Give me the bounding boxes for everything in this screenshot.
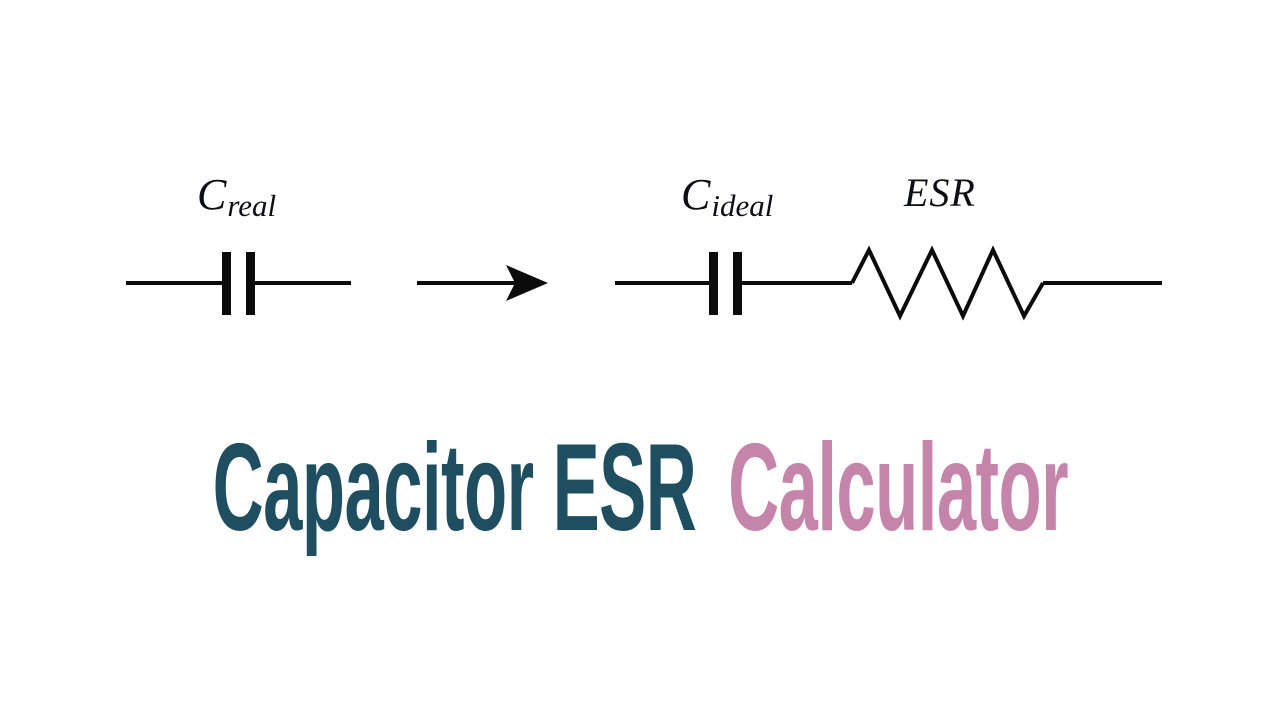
esr-resistor-label: ESR bbox=[904, 170, 976, 215]
capacitor-plate bbox=[246, 252, 255, 315]
ideal-capacitor-label: Cideal bbox=[681, 170, 774, 224]
title-accent-text: Calculator bbox=[727, 419, 1069, 557]
title-primary-text: Capacitor ESR bbox=[212, 419, 696, 557]
ideal-capacitor-symbol bbox=[615, 252, 852, 315]
capacitor-plate bbox=[222, 252, 231, 315]
arrow-head bbox=[506, 265, 548, 301]
resistor-zigzag bbox=[850, 245, 1045, 321]
ideal-capacitor-label-main: C bbox=[681, 170, 711, 219]
real-capacitor-symbol bbox=[126, 252, 351, 315]
esr-resistor-symbol bbox=[850, 245, 1162, 321]
capacitor-plate bbox=[709, 252, 718, 315]
arrow-icon bbox=[417, 265, 548, 301]
ideal-capacitor-label-subscript: ideal bbox=[711, 188, 774, 224]
capacitor-plate bbox=[733, 252, 742, 315]
real-capacitor-label-subscript: real bbox=[227, 188, 277, 224]
real-capacitor-label-main: C bbox=[197, 170, 227, 219]
real-capacitor-label: Creal bbox=[197, 170, 277, 224]
